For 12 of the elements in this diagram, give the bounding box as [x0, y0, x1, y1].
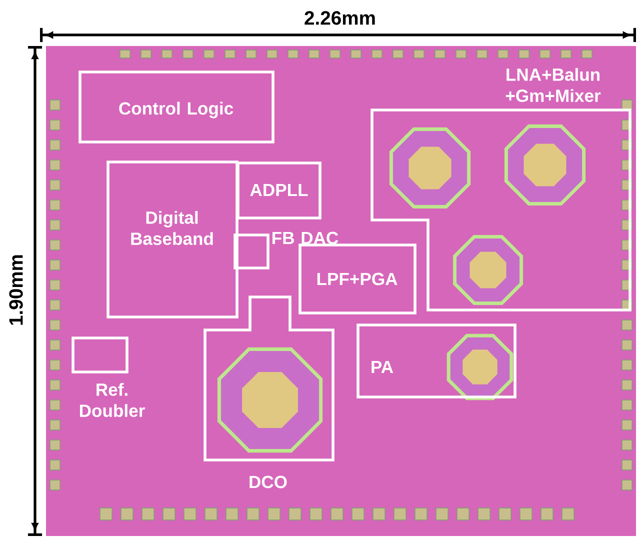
dimension-label: 2.26mm: [300, 8, 380, 28]
block-outline: Digital Baseband: [106, 160, 238, 318]
block-outline: PA: [356, 324, 516, 398]
block-outline: Control Logic: [78, 70, 274, 144]
block-outline: LPF+PGA: [298, 244, 416, 314]
block-outline: ADPLL: [236, 162, 322, 220]
node-label: DCO: [250, 476, 287, 488]
node-label: LNA+Balun +Gm+Mixer: [506, 68, 601, 102]
node-label: FB DAC: [272, 232, 338, 244]
block-outline: Ref. Doubler: [72, 336, 145, 417]
dimension-label: 1.90mm: [6, 250, 26, 330]
node-label: Ref. Doubler: [80, 383, 145, 417]
